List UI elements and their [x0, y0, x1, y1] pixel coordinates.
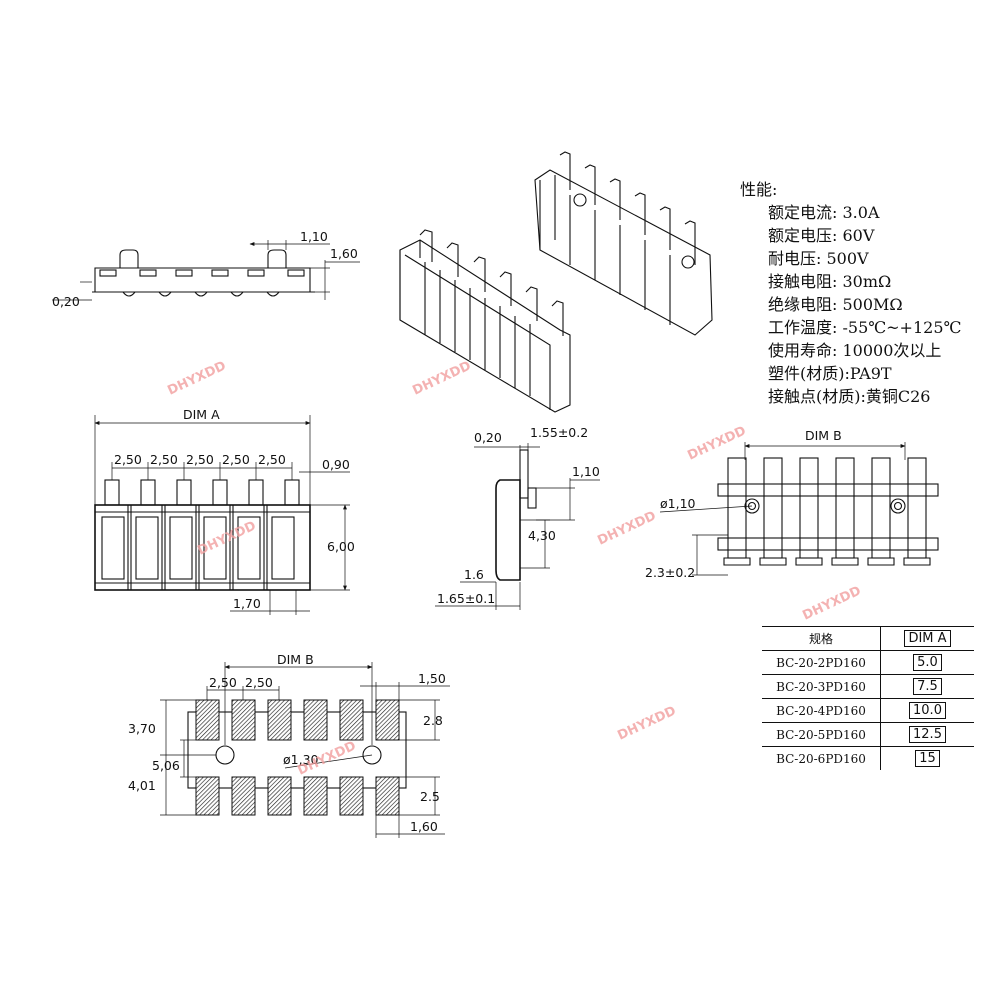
- table-cell-dim-value: 7.5: [913, 678, 942, 695]
- dim-b-label-pcb: DIM B: [277, 652, 314, 667]
- dim-0-90: 0,90: [322, 457, 350, 472]
- spec-withstand-voltage: 耐电压: 500V: [768, 249, 869, 268]
- dim-1-55: 1.55±0.2: [530, 425, 588, 440]
- table-cell-model: BC-20-2PD160: [762, 650, 881, 675]
- spec-insulation-resistance: 绝缘电阻: 500MΩ: [768, 295, 903, 314]
- pitch-4: 2,50: [222, 452, 250, 467]
- spec-plastic-material: 塑件(材质):PA9T: [768, 364, 892, 383]
- watermark-2: DHYXDD: [410, 358, 473, 398]
- table-row: BC-20-4PD160 10.0: [762, 698, 974, 723]
- model-table: 规格 DIM A BC-20-2PD160 5.0 BC-20-3PD160 7…: [762, 626, 974, 770]
- spec-lifespan: 使用寿命: 10000次以上: [768, 341, 942, 360]
- watermark-7: DHYXDD: [615, 703, 678, 743]
- bottom-view: DIM B ø1,10 2.3±0.2: [645, 428, 939, 580]
- table-row: BC-20-3PD160 7.5: [762, 674, 974, 699]
- dim-4-01: 4,01: [128, 778, 156, 793]
- pitch-2: 2,50: [150, 452, 178, 467]
- front-view: DIM A 2,50 2,50 2,50 2,50 2,50 0,90 6,00…: [94, 407, 355, 615]
- dim-0-20-side: 0,20: [474, 430, 502, 445]
- table-cell-model: BC-20-6PD160: [762, 746, 881, 770]
- table-header-dim: DIM A: [880, 626, 974, 651]
- dim-6-00: 6,00: [327, 539, 355, 554]
- pcb-pitch-2: 2,50: [245, 675, 273, 690]
- dim-2-5: 2.5: [420, 789, 440, 804]
- table-cell-dim-value: 5.0: [913, 654, 942, 671]
- side-top-view: 1,10 1,60 0,20: [52, 229, 360, 309]
- dim-1-10-side: 1,10: [572, 464, 600, 479]
- dim-b-label-bottom: DIM B: [805, 428, 842, 443]
- dim-2-8: 2.8: [423, 713, 443, 728]
- dim-1-60: 1,60: [330, 246, 358, 261]
- table-cell-model: BC-20-5PD160: [762, 722, 881, 747]
- table-cell-dim: 5.0: [880, 650, 974, 675]
- table-row: BC-20-2PD160 5.0: [762, 650, 974, 675]
- pitch-1: 2,50: [114, 452, 142, 467]
- spec-operating-temp: 工作温度: -55℃~+125℃: [768, 318, 962, 337]
- table-header-dim-text: DIM A: [904, 630, 951, 647]
- pitch-5: 2,50: [258, 452, 286, 467]
- watermark-6: DHYXDD: [800, 583, 863, 623]
- dim-0-20-top: 0,20: [52, 294, 80, 309]
- table-cell-dim: 15: [880, 746, 974, 770]
- table-header-model: 规格: [762, 626, 881, 651]
- watermark-1: DHYXDD: [165, 358, 228, 398]
- pitch-3: 2,50: [186, 452, 214, 467]
- watermark-4: DHYXDD: [195, 518, 258, 558]
- dim-3-70: 3,70: [128, 721, 156, 736]
- iso-view-front: [399, 229, 571, 413]
- spec-rated-current: 额定电流: 3.0A: [768, 203, 880, 222]
- dim-a-label-front: DIM A: [183, 407, 220, 422]
- table-cell-dim: 12.5: [880, 722, 974, 747]
- spec-contact-material: 接触点(材质):黄铜C26: [768, 387, 931, 406]
- pcb-pitch-1: 2,50: [209, 675, 237, 690]
- table-cell-dim: 7.5: [880, 674, 974, 699]
- spec-heading: 性能:: [740, 180, 778, 199]
- dim-1-50: 1,50: [418, 671, 446, 686]
- table-cell-model: BC-20-3PD160: [762, 674, 881, 699]
- dia-1-10: ø1,10: [660, 496, 696, 511]
- watermark-5: DHYXDD: [595, 508, 658, 548]
- dia-1-30: ø1,30: [283, 752, 319, 767]
- spec-contact-resistance: 接触电阻: 30mΩ: [768, 272, 892, 291]
- dim-1-6: 1.6: [464, 567, 484, 582]
- iso-view-back: [534, 151, 713, 336]
- pcb-footprint: DIM B 2,50 2,50 1,50 3,70 2.8 5,06 4,01 …: [128, 652, 450, 838]
- table-cell-dim-value: 12.5: [909, 726, 946, 743]
- table-row: BC-20-5PD160 12.5: [762, 722, 974, 747]
- dim-4-30: 4,30: [528, 528, 556, 543]
- table-cell-model: BC-20-4PD160: [762, 698, 881, 723]
- dim-1-65: 1.65±0.1: [437, 591, 495, 606]
- dim-2-3: 2.3±0.2: [645, 565, 695, 580]
- specifications: 性能: 额定电流: 3.0A 额定电压: 60V 耐电压: 500V 接触电阻:…: [740, 178, 961, 408]
- spec-rated-voltage: 额定电压: 60V: [768, 226, 875, 245]
- table-cell-dim-value: 10.0: [909, 702, 946, 719]
- dim-1-70: 1,70: [233, 596, 261, 611]
- table-row: BC-20-6PD160 15: [762, 746, 974, 770]
- table-cell-dim-value: 15: [915, 750, 940, 767]
- dim-1-10-top: 1,10: [300, 229, 328, 244]
- table-header-row: 规格 DIM A: [762, 626, 974, 651]
- dim-1-60-pcb: 1,60: [410, 819, 438, 834]
- table-cell-dim: 10.0: [880, 698, 974, 723]
- side-view: 0,20 1.55±0.2 1,10 4,30 1.6 1.65±0.1: [435, 425, 600, 610]
